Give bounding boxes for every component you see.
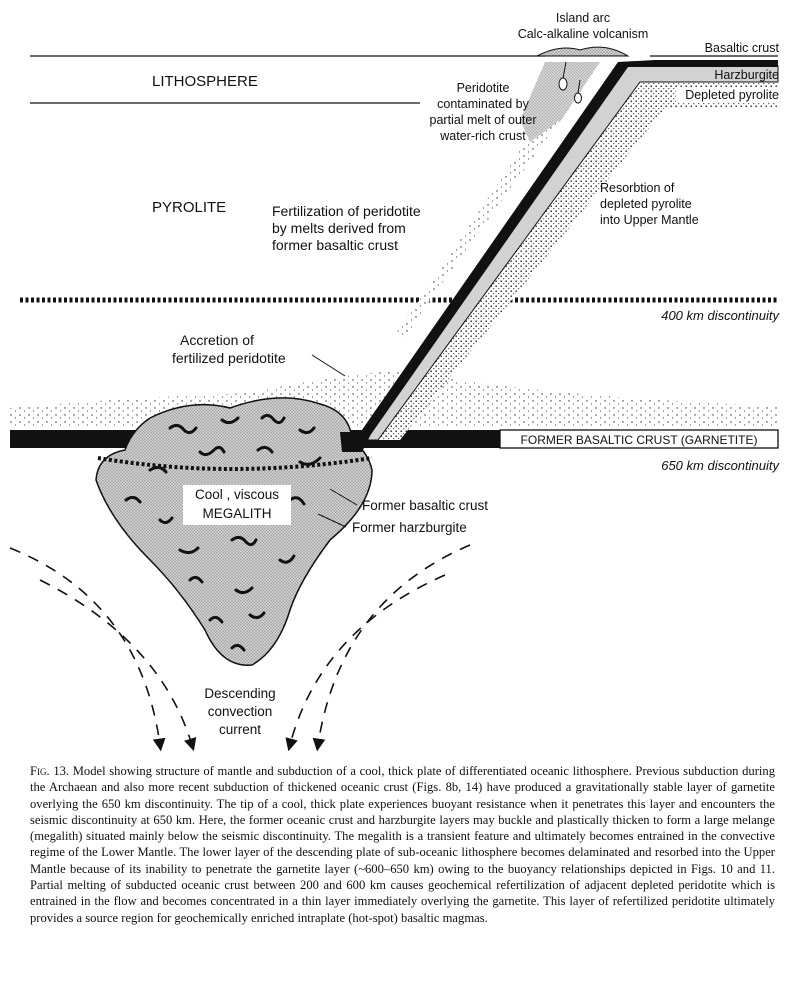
label-resorption-3: into Upper Mantle	[600, 213, 699, 227]
label-accretion-1: Accretion of	[180, 332, 254, 348]
label-calc-alkaline: Calc-alkaline volcanism	[518, 27, 649, 41]
label-fertilization-2: by melts derived from	[272, 220, 406, 236]
label-former-harzburgite: Former harzburgite	[352, 520, 467, 535]
label-former-basaltic-crust: Former basaltic crust	[362, 498, 488, 513]
leader-lines	[311, 354, 358, 528]
label-basaltic-crust: Basaltic crust	[705, 41, 780, 55]
slab-depleted-pyrolite	[372, 80, 778, 440]
label-peridotite-1: Peridotite	[457, 81, 510, 95]
figure-number: Fig. 13.	[30, 764, 70, 778]
label-650km: 650 km discontinuity	[661, 458, 780, 473]
megalith	[95, 397, 373, 666]
label-garnetite-layer: FORMER BASALTIC CRUST (GARNETITE)	[521, 433, 758, 447]
label-convection-1: Descending	[204, 686, 275, 701]
megalith-label-box	[183, 485, 291, 525]
caption-text: Model showing structure of mantle and su…	[30, 764, 775, 925]
label-resorption-2: depleted pyrolite	[600, 197, 692, 211]
label-megalith-1: Cool , viscous	[195, 487, 279, 502]
label-depleted-pyrolite: Depleted pyrolite	[685, 88, 779, 102]
label-peridotite-4: water-rich crust	[439, 129, 526, 143]
magma-diapirs	[558, 61, 582, 104]
label-harzburgite: Harzburgite	[714, 68, 779, 82]
label-peridotite-3: partial melt of outer	[430, 113, 537, 127]
label-peridotite-2: contaminated by	[437, 97, 529, 111]
label-convection-3: current	[219, 722, 261, 737]
label-400km: 400 km discontinuity	[661, 308, 780, 323]
label-lithosphere: LITHOSPHERE	[152, 73, 258, 90]
label-fertilization-1: Fertilization of peridotite	[272, 203, 421, 219]
label-megalith-2: MEGALITH	[202, 506, 271, 521]
label-pyrolite: PYROLITE	[152, 199, 226, 216]
megalith-discontinuity	[97, 456, 373, 471]
label-fertilization-3: former basaltic crust	[272, 237, 398, 253]
melt-fringe	[395, 120, 560, 340]
label-island-arc: Island arc	[556, 11, 610, 25]
depleted-label-box	[676, 87, 778, 102]
figure-caption: Fig. 13. Model showing structure of mant…	[30, 763, 775, 926]
label-accretion-2: fertilized peridotite	[172, 350, 286, 366]
label-resorption-1: Resorbtion of	[600, 181, 675, 195]
megalith-fragments	[124, 413, 322, 652]
garnetite-label-box	[499, 429, 779, 449]
label-convection-2: convection	[208, 704, 273, 719]
slab-tip	[340, 432, 372, 452]
convection-arrows	[9, 544, 471, 752]
island-arc	[536, 46, 630, 57]
